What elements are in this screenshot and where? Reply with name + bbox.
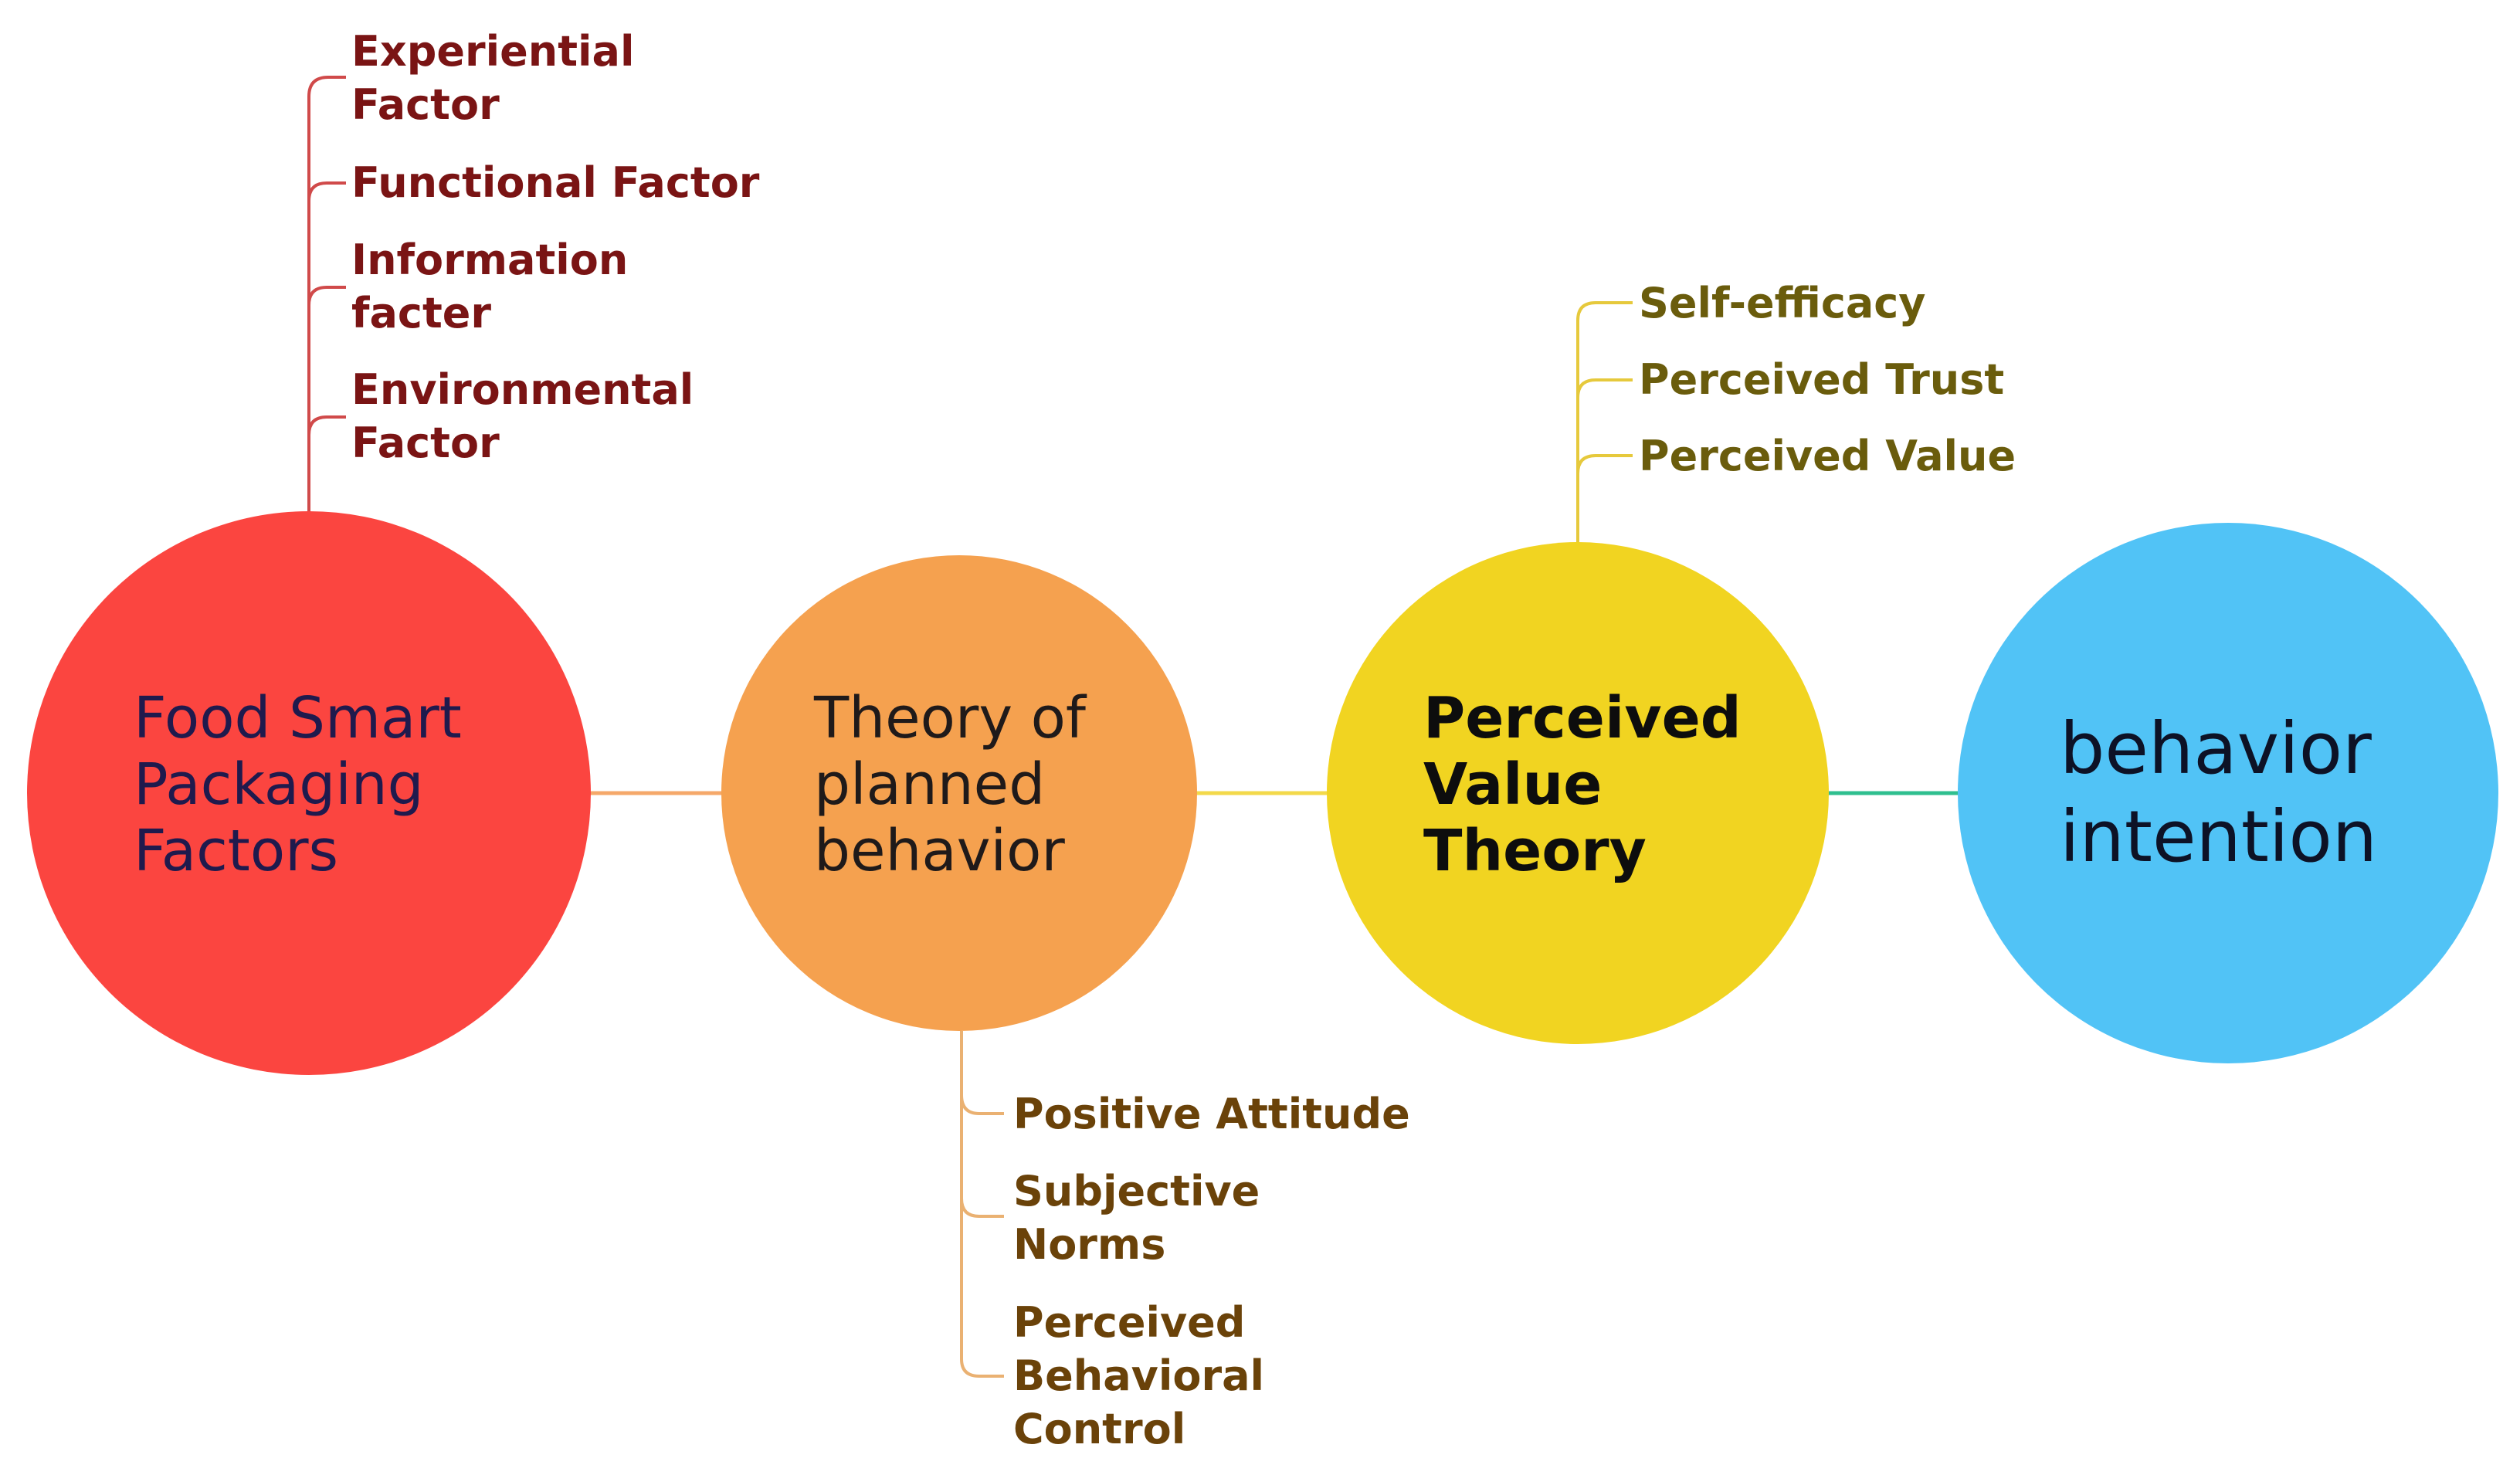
node-circle-food-smart-packaging[interactable] xyxy=(27,511,591,1075)
leaf-line: Functional Factor xyxy=(351,158,760,207)
leaf-self-efficacy[interactable]: Self-efficacy xyxy=(1639,276,1926,330)
node-label-line: behavior xyxy=(814,817,1065,884)
node-label-perceived-value-theory: Perceived Value Theory xyxy=(1423,685,1742,884)
leaf-line: Positive Attitude xyxy=(1013,1090,1410,1138)
leaf-functional-factor[interactable]: Functional Factor xyxy=(351,156,759,209)
node-label-line: Perceived xyxy=(1423,685,1742,751)
leaf-perceived-value[interactable]: Perceived Value xyxy=(1639,429,2016,483)
leaf-environmental-factor[interactable]: Environmental Factor xyxy=(351,363,694,470)
leaf-line: Subjective xyxy=(1013,1167,1260,1216)
node-circle-perceived-value-theory[interactable] xyxy=(1327,542,1829,1044)
node-label-line: Food Smart xyxy=(134,685,462,751)
node-circle-theory-planned-behavior[interactable] xyxy=(721,555,1197,1031)
leaf-information-facter[interactable]: Information facter xyxy=(351,233,628,340)
branch-food-factors xyxy=(307,76,346,514)
leaf-line: Perceived Value xyxy=(1639,432,2016,480)
leaf-line: Environmental xyxy=(351,365,694,414)
branch-pvt-factors xyxy=(1576,301,1633,544)
leaf-line: Control xyxy=(1013,1405,1186,1453)
leaf-line: Self-efficacy xyxy=(1639,279,1926,327)
leaf-line: facter xyxy=(351,289,492,337)
node-label-line: Theory xyxy=(1423,817,1647,884)
leaf-line: Factor xyxy=(351,419,500,467)
node-label-behavior-intention: behavior intention xyxy=(2060,705,2377,881)
leaf-line: Perceived xyxy=(1013,1298,1246,1347)
node-label-line: behavior xyxy=(2060,707,2372,790)
leaf-line: Experiential xyxy=(351,27,635,76)
leaf-positive-attitude[interactable]: Positive Attitude xyxy=(1013,1087,1410,1141)
node-label-line: Factors xyxy=(134,817,339,884)
leaf-line: Norms xyxy=(1013,1220,1166,1269)
leaf-line: Behavioral xyxy=(1013,1351,1265,1400)
node-label-line: Packaging xyxy=(134,751,424,818)
branch-tpb-factors xyxy=(960,1031,1004,1378)
node-label-line: Value xyxy=(1423,751,1603,818)
node-label-line: planned xyxy=(814,751,1046,818)
leaf-line: Perceived Trust xyxy=(1639,355,2005,404)
leaf-perceived-trust[interactable]: Perceived Trust xyxy=(1639,353,2004,406)
leaf-perceived-behavioral-control[interactable]: Perceived Behavioral Control xyxy=(1013,1296,1264,1456)
leaf-experiential-factor[interactable]: Experiential Factor xyxy=(351,25,634,131)
node-label-line: Theory of xyxy=(814,685,1086,751)
leaf-line: Factor xyxy=(351,80,500,129)
node-label-food-smart-packaging: Food Smart Packaging Factors xyxy=(134,685,462,884)
node-label-theory-planned-behavior: Theory of planned behavior xyxy=(814,685,1086,884)
leaf-subjective-norms[interactable]: Subjective Norms xyxy=(1013,1165,1260,1271)
node-circle-behavior-intention[interactable] xyxy=(1958,523,2498,1063)
node-label-line: intention xyxy=(2060,795,2378,879)
leaf-line: Information xyxy=(351,236,629,284)
